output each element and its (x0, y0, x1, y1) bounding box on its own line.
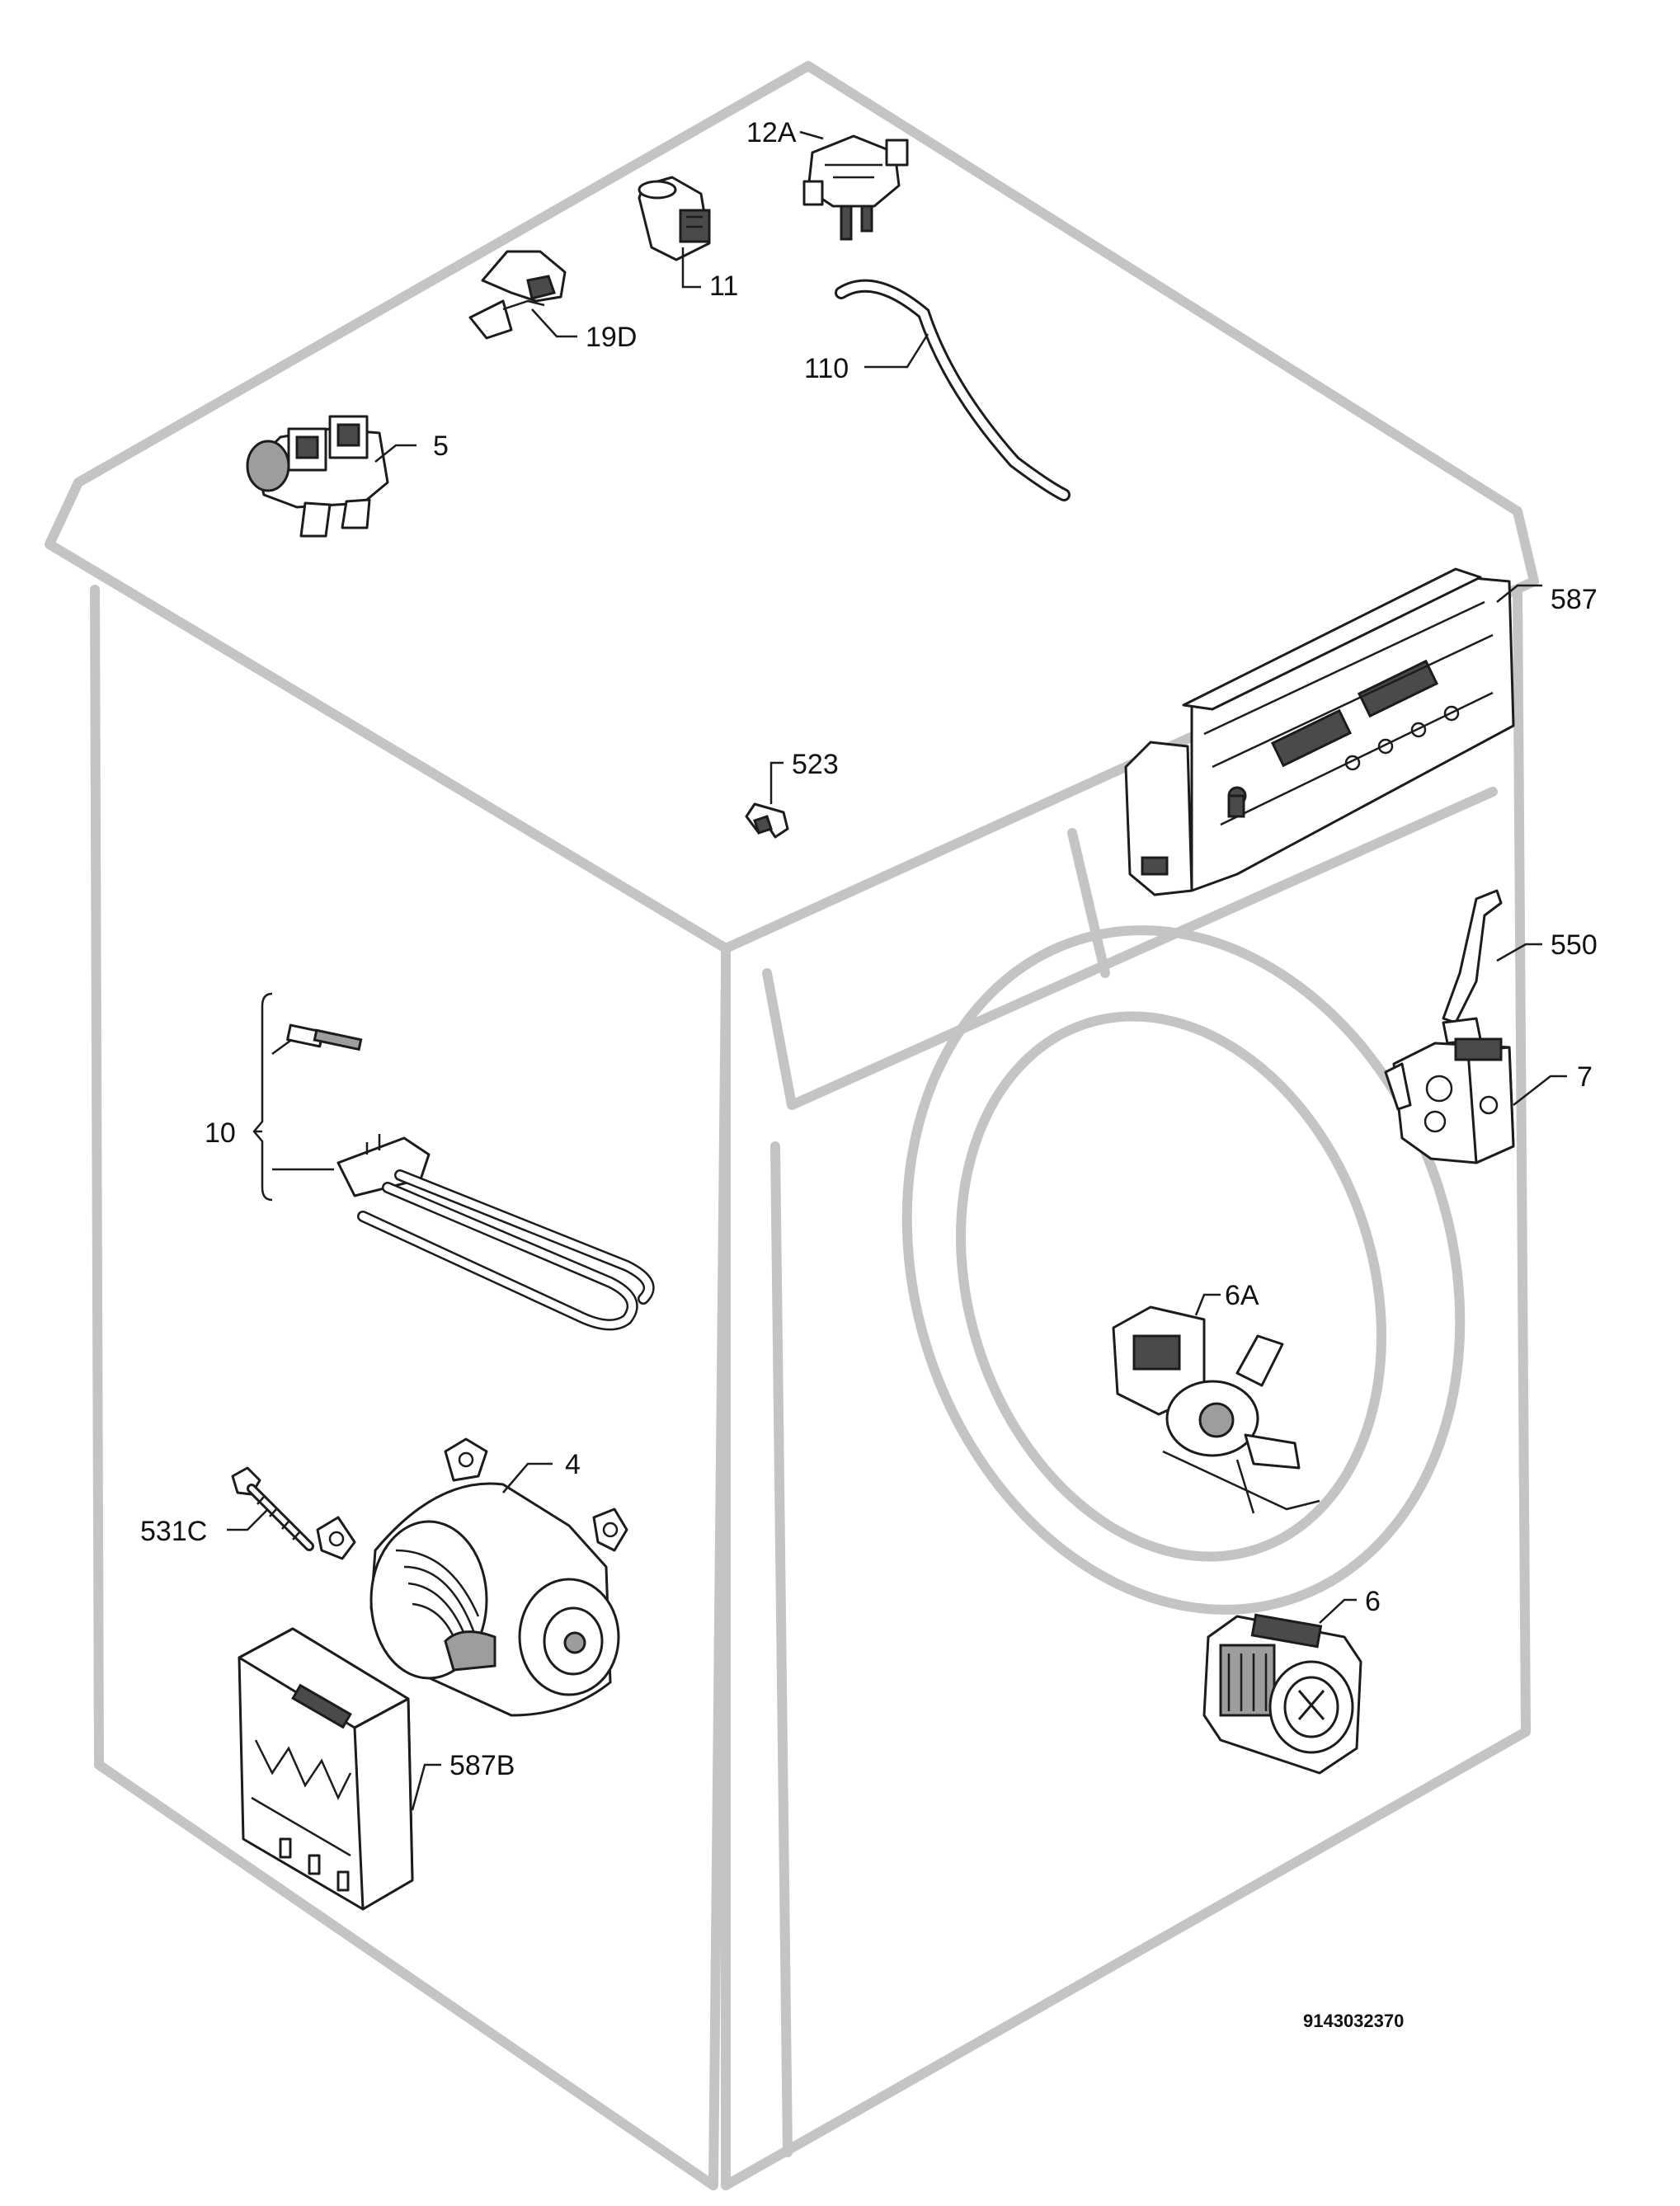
screw-part (231, 1466, 314, 1551)
clip-part (745, 761, 789, 839)
label-12A: 12A (746, 117, 797, 148)
label-110: 110 (804, 353, 849, 384)
label-6A: 6A (1225, 1280, 1259, 1311)
label-19D: 19D (586, 322, 637, 353)
pump-filter-part (1202, 1613, 1362, 1775)
electronic-control-module-part (1124, 567, 1515, 896)
heating-element-part (252, 992, 655, 1331)
label-587B: 587B (449, 1750, 515, 1781)
label-6: 6 (1365, 1586, 1381, 1617)
label-587: 587 (1551, 584, 1598, 615)
label-10: 10 (205, 1117, 236, 1149)
pressure-switch-part (802, 134, 909, 241)
power-module-part (238, 1627, 414, 1911)
motor-part (316, 1437, 628, 1717)
drain-pump-part (1112, 1305, 1320, 1514)
label-4: 4 (565, 1449, 581, 1480)
diagram-code: 9143032370 (1303, 2011, 1404, 2031)
label-531C: 531C (140, 1516, 207, 1547)
label-11: 11 (709, 270, 738, 302)
label-5: 5 (433, 430, 449, 462)
label-550: 550 (1551, 929, 1598, 961)
callout-labels: 12A 11 19D 110 5 587 523 550 7 10 6A 4 5… (140, 117, 1598, 2031)
interference-suppressor-part (468, 250, 567, 340)
door-lock-part (1384, 1037, 1515, 1164)
label-7: 7 (1577, 1061, 1593, 1093)
inlet-valve-part (246, 415, 389, 538)
pressure-hose-part (835, 279, 1071, 501)
door-lever-part (1442, 889, 1503, 1045)
washing-machine-cabinet (45, 61, 1539, 2190)
capacitor-part (638, 176, 711, 261)
leader-lines (227, 130, 1567, 1811)
label-523: 523 (792, 749, 839, 780)
